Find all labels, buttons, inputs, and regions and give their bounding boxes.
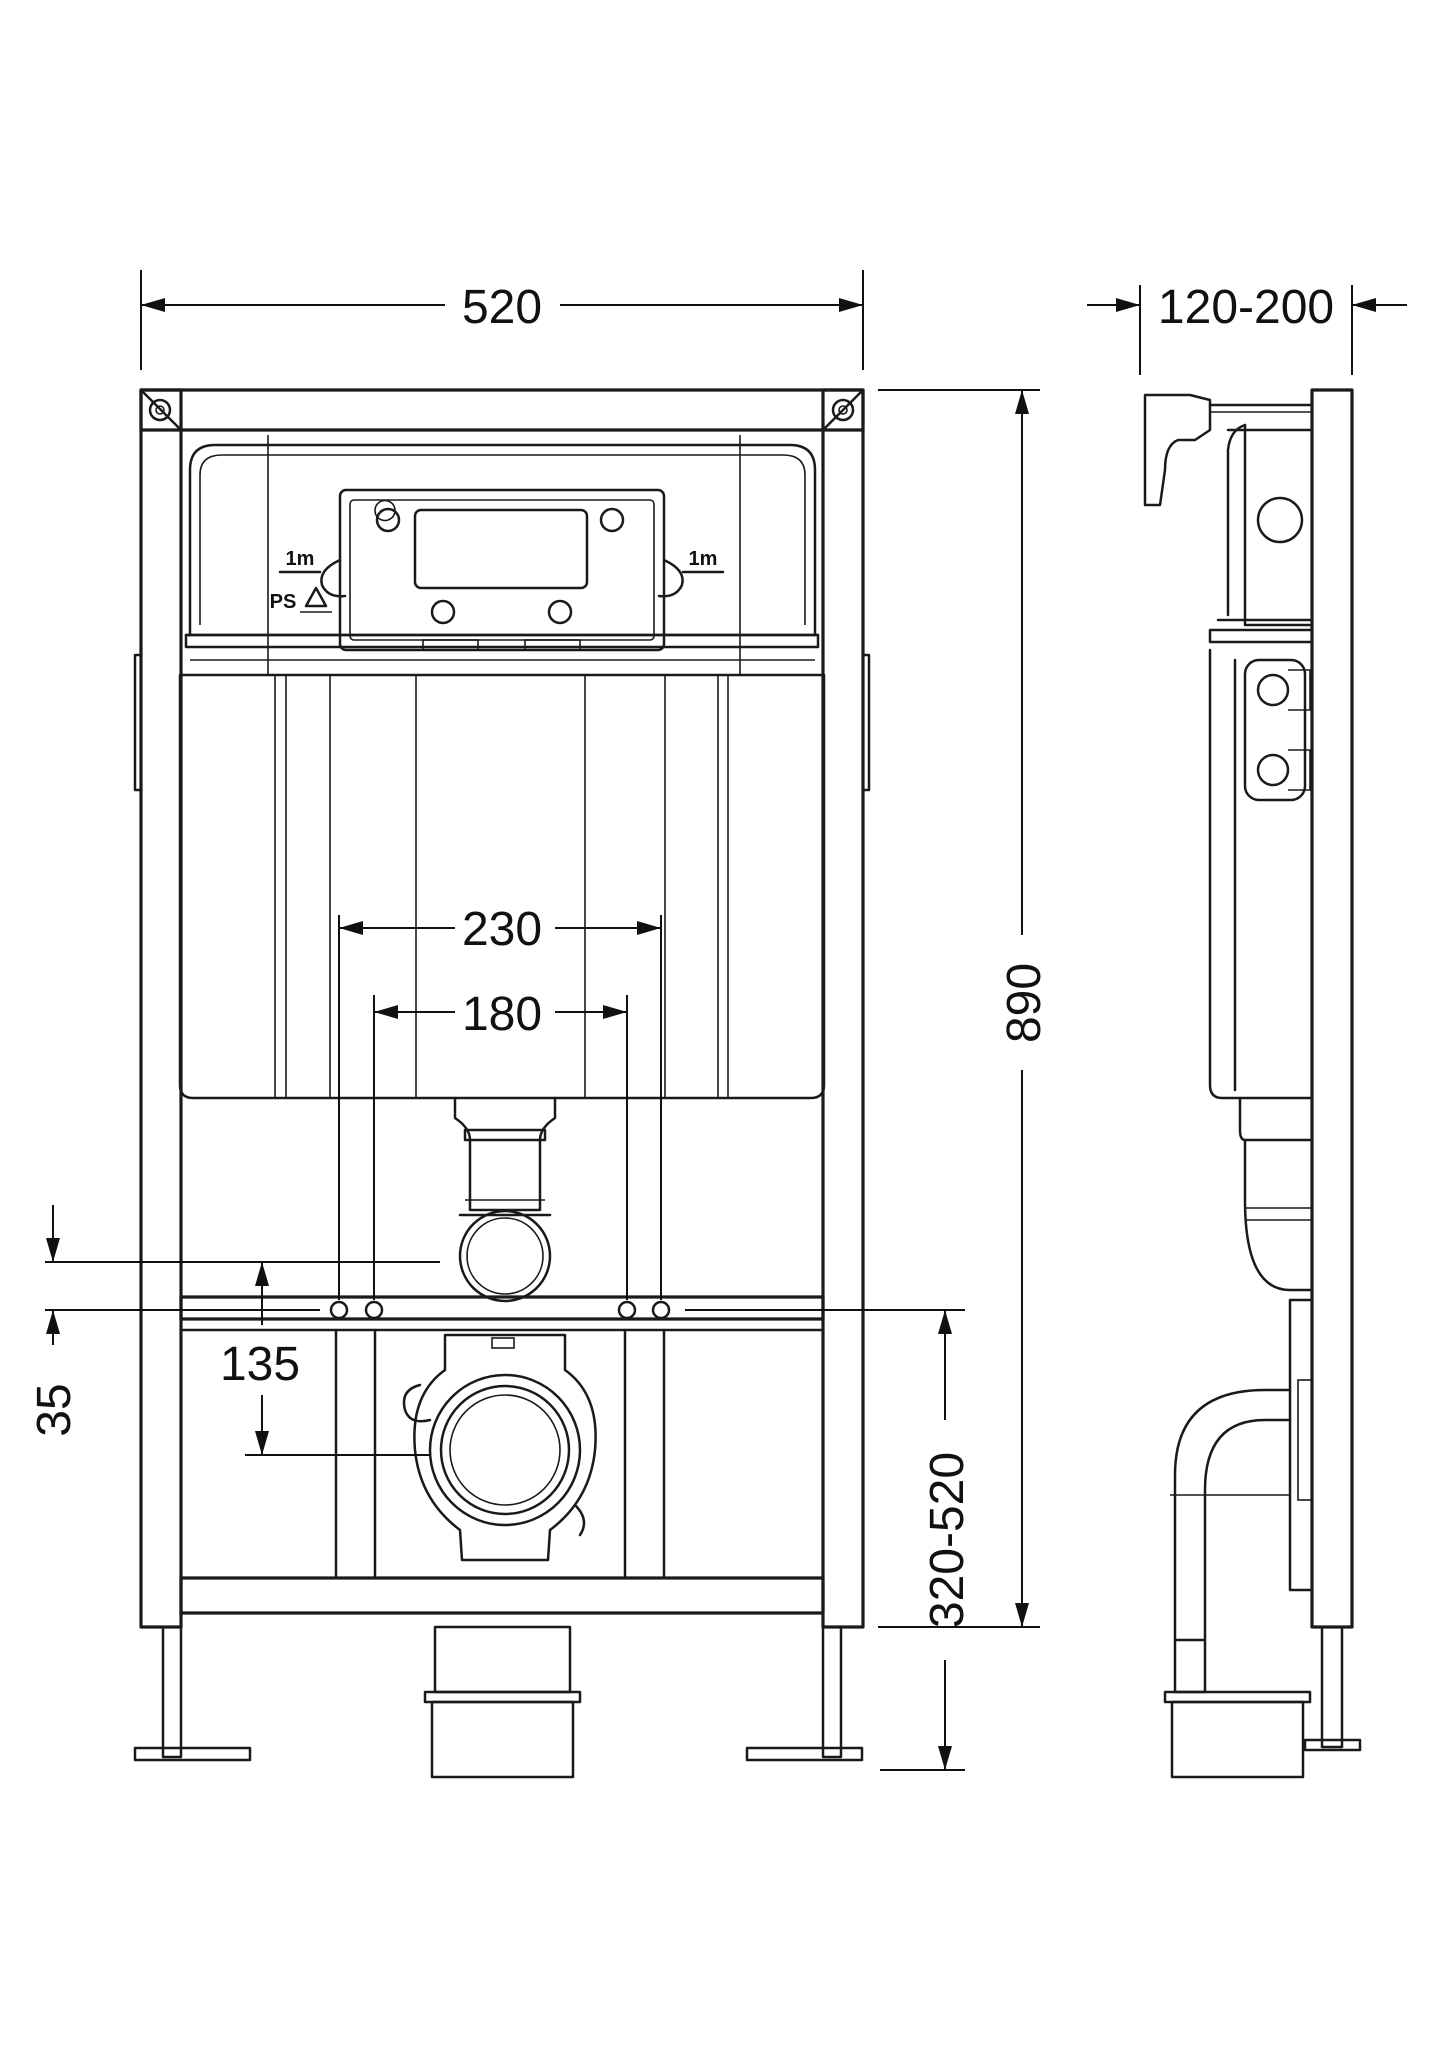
side-view	[1143, 388, 1362, 1779]
outlet-front	[402, 1333, 597, 1779]
height-label: 890	[998, 963, 1051, 1043]
dimension-bolt-spacing: 230 180	[338, 903, 662, 1300]
recycle-icon	[300, 586, 332, 613]
capacity-label-right: 1m	[689, 548, 718, 570]
bolt-spacing-inner-label: 180	[462, 988, 542, 1041]
capacity-label-left: 1m	[286, 548, 315, 570]
dimension-vertical-offsets: 35 135	[28, 1205, 440, 1456]
outlet-offset-label: 135	[220, 1338, 300, 1391]
outlet-floor-height-label: 320-520	[921, 1452, 974, 1628]
dimension-height: 890	[878, 389, 1051, 1628]
screw-icon	[148, 398, 172, 422]
cistern-front: 1m 1m PS	[178, 435, 826, 1303]
depth-label: 120-200	[1158, 281, 1334, 334]
bolt-spacing-outer-label: 230	[462, 903, 542, 956]
dimension-outlet-height: 320-520	[685, 1309, 974, 1771]
front-frame	[133, 388, 871, 1762]
screw-icon	[831, 398, 855, 422]
dimension-depth: 120-200	[1087, 281, 1407, 375]
material-mark: PS	[270, 591, 297, 613]
dimension-width: 520	[140, 270, 864, 370]
width-label: 520	[462, 281, 542, 334]
rail-offset-label: 35	[28, 1383, 81, 1436]
